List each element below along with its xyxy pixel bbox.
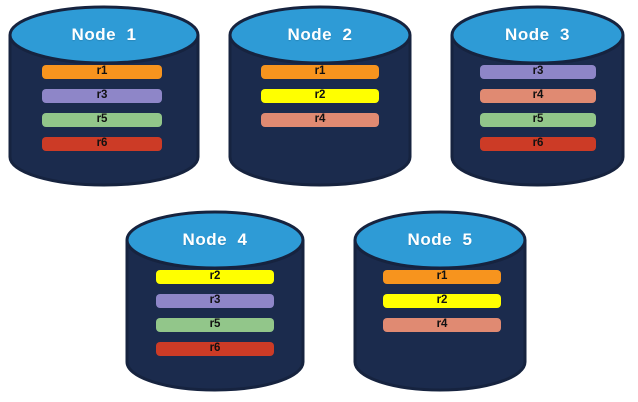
shard-bar-r6[interactable]: r6 [156,342,274,356]
shard-list: r2 r3 r5 r6 [156,270,274,356]
shard-bar-r1[interactable]: r1 [42,65,162,79]
shard-bar-r2[interactable]: r2 [261,89,379,103]
cylinder-top-disc [8,5,200,65]
shard-bar-r4[interactable]: r4 [480,89,596,103]
shard-bar-r5[interactable]: r5 [42,113,162,127]
shard-bar-r3[interactable]: r3 [480,65,596,79]
shard-bar-r2[interactable]: r2 [383,294,501,308]
cylinder-top-disc [450,5,625,65]
shard-bar-r5[interactable]: r5 [480,113,596,127]
shard-list: r3 r4 r5 r6 [480,65,596,151]
shard-bar-r4[interactable]: r4 [261,113,379,127]
cylinder-top-disc [125,210,305,270]
shard-bar-r6[interactable]: r6 [480,137,596,151]
cylinder-top-disc [353,210,527,270]
cylinder-top-disc [228,5,412,65]
shard-bar-r3[interactable]: r3 [42,89,162,103]
shard-list: r1 r2 r4 [261,65,379,127]
shard-list: r1 r2 r4 [383,270,501,332]
shard-bar-r5[interactable]: r5 [156,318,274,332]
shard-list: r1 r3 r5 r6 [42,65,162,151]
shard-bar-r6[interactable]: r6 [42,137,162,151]
shard-bar-r2[interactable]: r2 [156,270,274,284]
shard-bar-r4[interactable]: r4 [383,318,501,332]
shard-bar-r3[interactable]: r3 [156,294,274,308]
shard-bar-r1[interactable]: r1 [383,270,501,284]
shard-bar-r1[interactable]: r1 [261,65,379,79]
